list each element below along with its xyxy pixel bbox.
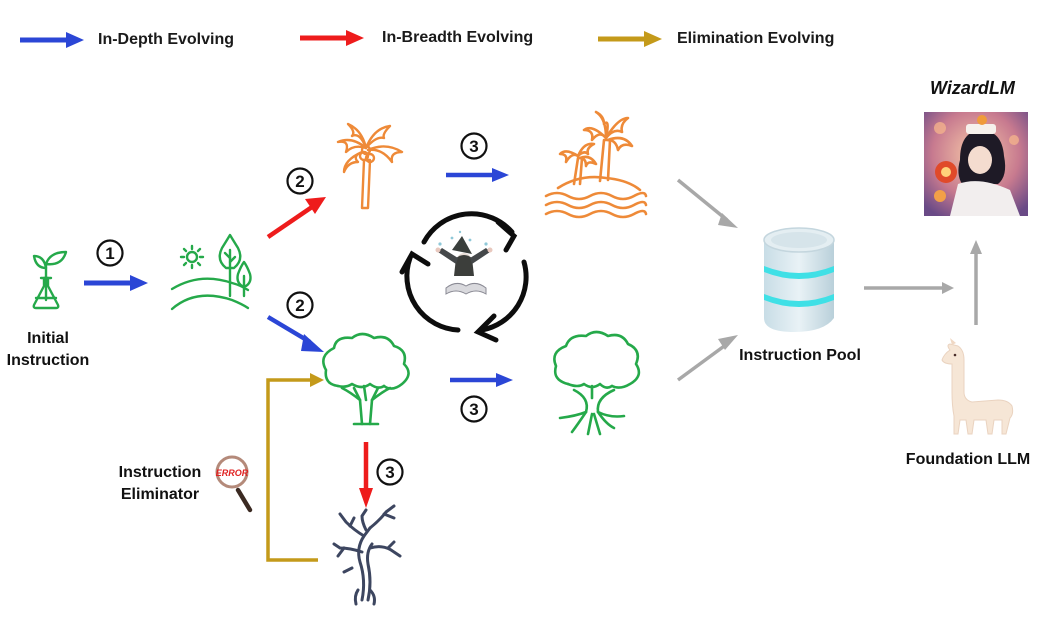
arrow-depth-3-top <box>446 168 509 182</box>
arrow-llm-to-wizardlm <box>970 240 982 325</box>
step-2-bottom-badge: 2 <box>286 291 314 319</box>
instruction-eliminator-line2: Eliminator <box>120 486 200 503</box>
arrow-depth-2 <box>266 315 324 352</box>
palm-tree-icon <box>336 122 404 210</box>
legend-label-elimination: Elimination Evolving <box>677 30 835 47</box>
step-3-down-badge: 3 <box>376 458 404 486</box>
tree-icon <box>322 332 410 426</box>
step-1-number: 1 <box>105 244 114 263</box>
step-3-top-badge: 3 <box>460 132 488 160</box>
step-3-top-number: 3 <box>469 137 478 156</box>
alpaca-icon <box>941 338 1014 435</box>
legend-label-in-depth: In-Depth Evolving <box>98 31 234 48</box>
instruction-eliminator-label: Instruction Eliminator <box>108 462 212 506</box>
step-2-bottom-number: 2 <box>295 296 304 315</box>
database-icon <box>763 227 835 332</box>
rooted-tree-icon <box>553 330 641 436</box>
wizardlm-title: WizardLM <box>930 78 1015 98</box>
step-3-mid-number: 3 <box>469 400 478 419</box>
legend-arrow-in-depth-icon <box>20 32 84 48</box>
arrow-breadth-3-down <box>359 442 373 508</box>
arrow-breadth-2 <box>266 197 326 239</box>
evolution-cycle-icon <box>399 211 529 343</box>
arrow-island-to-pool <box>676 178 738 228</box>
landscape-icon <box>170 233 252 311</box>
legend-label-in-breadth: In-Breadth Evolving <box>382 29 534 46</box>
wizard-portrait-icon <box>924 112 1028 216</box>
initial-instruction-label: Initial Instruction <box>0 328 96 372</box>
arrow-elimination <box>266 373 324 562</box>
legend-arrow-in-breadth-icon <box>300 30 364 46</box>
step-2-top-number: 2 <box>295 172 304 191</box>
foundation-llm-label: Foundation LLM <box>905 451 1031 468</box>
instruction-eliminator-line1: Instruction <box>118 464 202 481</box>
dead-tree-icon <box>332 504 402 606</box>
arrow-depth-3-mid <box>450 373 513 387</box>
arrow-pool-to-llm <box>864 282 954 294</box>
sprout-flask-icon <box>32 250 68 310</box>
initial-instruction-line2: Instruction <box>6 352 90 369</box>
magnifier-error-text: ERROR <box>216 468 249 478</box>
step-3-mid-badge: 3 <box>460 395 488 423</box>
arrow-tree-to-pool <box>676 335 738 382</box>
wizard-icon <box>435 230 493 295</box>
arrow-depth-1 <box>84 275 148 291</box>
step-3-down-number: 3 <box>385 463 394 482</box>
legend-arrow-elimination-icon <box>598 31 662 47</box>
step-2-top-badge: 2 <box>286 167 314 195</box>
step-1-badge: 1 <box>96 239 124 267</box>
initial-instruction-line1: Initial <box>27 330 69 347</box>
island-palms-icon <box>544 110 648 219</box>
legend: In-Depth Evolving In-Breadth Evolving El… <box>0 0 1051 70</box>
instruction-pool-label: Instruction Pool <box>739 347 861 364</box>
magnifier-error-icon: ERROR <box>215 455 253 513</box>
